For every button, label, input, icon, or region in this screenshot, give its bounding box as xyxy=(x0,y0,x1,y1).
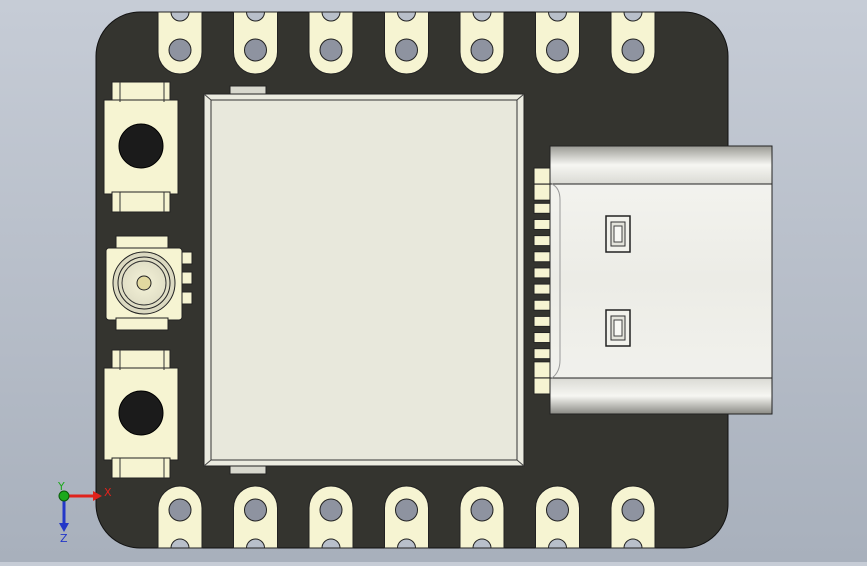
usb-contact-pad xyxy=(533,299,553,311)
pad-edge-notch xyxy=(396,538,417,549)
pad-edge-notch xyxy=(170,538,190,549)
usb-contact-pad xyxy=(533,315,553,327)
usb-contact-pad xyxy=(533,183,553,201)
antenna-connector xyxy=(105,235,193,331)
usb-contact-pad xyxy=(533,283,553,295)
bottom-pad-hole xyxy=(621,498,645,522)
y-axis-label: Y xyxy=(57,480,65,493)
orientation-triad: X Y Z xyxy=(57,480,112,545)
reset-button-cap xyxy=(118,390,164,436)
usb-contact-pads xyxy=(533,167,553,395)
usb-contact-pad xyxy=(533,332,553,344)
top-pad-hole xyxy=(470,38,494,62)
pad-edge-notch xyxy=(472,538,492,549)
reset-button xyxy=(103,349,179,479)
bottom-pad-hole xyxy=(470,498,494,522)
bottom-pad-hole xyxy=(168,498,192,522)
boot-button xyxy=(103,81,179,213)
pad-edge-notch xyxy=(321,538,341,549)
top-pad-hole xyxy=(244,38,267,62)
pad-edge-notch xyxy=(396,11,417,22)
x-axis-label: X xyxy=(104,486,112,499)
top-pad-hole xyxy=(319,38,343,62)
bottom-pad-row xyxy=(157,485,656,549)
top-pad-hole xyxy=(395,38,418,62)
top-pad-hole xyxy=(546,38,569,62)
pad-edge-notch xyxy=(472,11,492,22)
bottom-pad-hole xyxy=(395,498,418,522)
rf-shield-can xyxy=(203,85,525,475)
usb-contact-pad xyxy=(533,202,553,214)
pad-edge-notch xyxy=(245,11,266,22)
bottom-pad-hole xyxy=(319,498,343,522)
top-pad-hole xyxy=(168,38,192,62)
usb-contact-pad xyxy=(533,377,553,395)
top-pad-hole xyxy=(621,38,645,62)
pad-edge-notch xyxy=(623,11,643,22)
pad-edge-notch xyxy=(321,11,341,22)
y-axis-dot xyxy=(58,490,70,502)
bottom-pad-hole xyxy=(546,498,569,522)
antenna-pin xyxy=(136,275,152,291)
pad-edge-notch xyxy=(547,538,568,549)
usb-contact-pad xyxy=(533,251,553,263)
boot-button-cap xyxy=(118,123,164,169)
top-pad-row xyxy=(157,11,656,75)
bottom-pad-hole xyxy=(244,498,267,522)
usb-contact-pad xyxy=(533,218,553,230)
usb-latch-top xyxy=(605,215,631,253)
usb-contact-pad xyxy=(533,267,553,279)
z-axis-label: Z xyxy=(60,532,68,545)
usb-contact-pad xyxy=(533,348,553,360)
pad-edge-notch xyxy=(245,538,266,549)
pad-edge-notch xyxy=(170,11,190,22)
pad-edge-notch xyxy=(547,11,568,22)
usb-latch-bottom xyxy=(605,309,631,347)
usb-contact-pad xyxy=(533,361,553,379)
usb-contact-pad xyxy=(533,167,553,185)
pad-edge-notch xyxy=(623,538,643,549)
usb-c-connector xyxy=(549,145,773,415)
usb-contact-pad xyxy=(533,235,553,247)
